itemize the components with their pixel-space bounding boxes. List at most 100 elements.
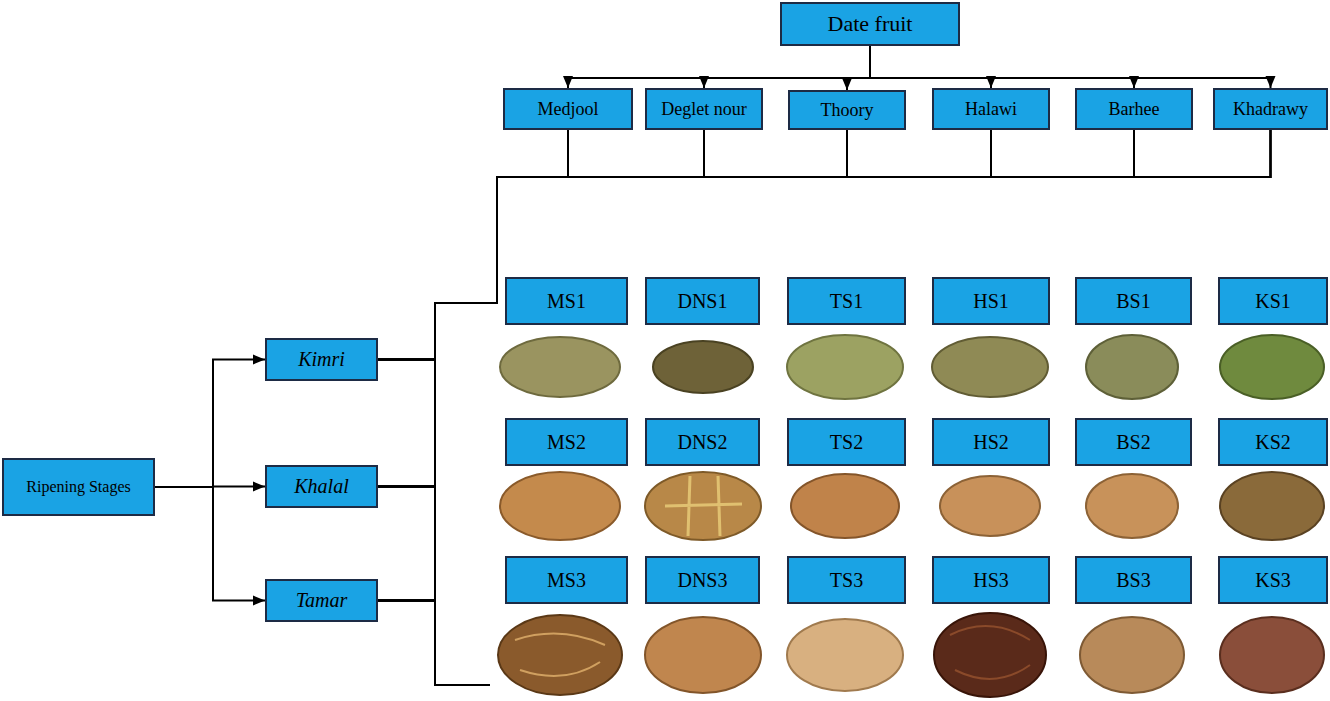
connector-line (378, 130, 568, 360)
date-fruit-photo (653, 341, 753, 393)
node-label: DNS3 (677, 569, 727, 592)
node-label: KS1 (1255, 290, 1291, 313)
connector-line (378, 130, 1271, 487)
date-fruit-photo (645, 472, 761, 540)
connector-line (378, 130, 991, 601)
node-label: DNS1 (677, 290, 727, 313)
node-label: BS2 (1116, 431, 1150, 454)
node-label: Deglet nour (661, 99, 746, 120)
connector-line (378, 130, 1134, 601)
node-label: Date fruit (828, 11, 913, 36)
stages-box: Ripening Stages (2, 458, 155, 516)
node-label: MS3 (547, 569, 586, 592)
node-label: DNS2 (677, 431, 727, 454)
connector-arrow (870, 46, 1134, 88)
node-label: BS1 (1116, 290, 1150, 313)
connector-arrow (704, 46, 870, 88)
node-label: HS1 (973, 290, 1009, 313)
sample-box: HS3 (932, 556, 1050, 604)
stage-box: Khalal (265, 465, 378, 508)
date-fruit-photo (1086, 335, 1178, 399)
sample-box: MS3 (505, 556, 628, 604)
connector-line (378, 130, 991, 360)
date-fruit-photo (1220, 617, 1324, 693)
connector-line (378, 130, 704, 601)
date-fruit-photo (1086, 474, 1178, 538)
date-fruit-photo (498, 615, 622, 695)
connector-line (378, 130, 568, 601)
node-label: Medjool (538, 99, 599, 120)
connector-line (378, 130, 704, 360)
node-label: Barhee (1109, 99, 1160, 120)
date-fruit-photo (787, 619, 903, 691)
connector-arrow (870, 46, 1271, 88)
connector-arrow (870, 46, 991, 88)
node-label: Kimri (298, 348, 345, 371)
node-label: Ripening Stages (26, 478, 130, 496)
node-label: TS1 (830, 290, 863, 313)
node-label: Khalal (294, 475, 348, 498)
date-fruit-photo (645, 617, 761, 693)
node-label: MS2 (547, 431, 586, 454)
sample-box: BS1 (1075, 277, 1192, 325)
node-label: MS1 (547, 290, 586, 313)
fruit-wrinkle (515, 634, 605, 676)
fruit-wrinkle (950, 626, 1030, 679)
sample-box: KS1 (1218, 277, 1328, 325)
connector-line (378, 130, 1271, 601)
node-label: Khadrawy (1233, 99, 1308, 120)
connector-arrow (155, 360, 265, 488)
sample-box: DNS1 (645, 277, 760, 325)
node-label: Tamar (296, 589, 348, 612)
sample-box: KS3 (1218, 556, 1328, 604)
cultivar-box: Deglet nour (645, 88, 763, 130)
bracket-tail (435, 600, 490, 685)
sample-box: MS1 (505, 277, 628, 325)
connector-arrow (847, 46, 870, 90)
sample-box: DNS2 (645, 418, 760, 466)
cultivar-box: Barhee (1075, 88, 1193, 130)
date-fruit-photo (1220, 335, 1324, 399)
connector-arrow (568, 46, 870, 88)
sample-box: HS2 (932, 418, 1050, 466)
cultivar-box: Thoory (788, 90, 906, 130)
sample-box: TS3 (787, 556, 906, 604)
date-fruit-photo (1080, 617, 1184, 693)
khalal-photos (500, 472, 1324, 540)
tamar-photos (498, 613, 1324, 697)
date-fruit-photo (932, 337, 1048, 397)
connector-arrow (155, 487, 265, 601)
stage-box: Kimri (265, 338, 378, 381)
date-fruit-photo (934, 613, 1046, 697)
sample-box: HS1 (932, 277, 1050, 325)
connector-line (378, 130, 847, 360)
sample-box: BS2 (1075, 418, 1192, 466)
node-label: Thoory (821, 100, 874, 121)
node-label: TS3 (830, 569, 863, 592)
date-fruit-photo (940, 476, 1040, 536)
connector-line (378, 130, 847, 601)
kimri-photos (500, 335, 1324, 399)
sample-box: MS2 (505, 418, 628, 466)
node-label: Halawi (965, 99, 1017, 120)
date-fruit-photo (1220, 472, 1324, 540)
cultivar-box: Medjool (503, 88, 633, 130)
node-label: HS3 (973, 569, 1009, 592)
connector-line (378, 130, 1134, 360)
node-label: TS2 (830, 431, 863, 454)
sample-box: TS1 (787, 277, 906, 325)
cultivar-box: Halawi (932, 88, 1050, 130)
connector-line (378, 130, 991, 487)
sample-box: DNS3 (645, 556, 760, 604)
node-label: KS2 (1255, 431, 1291, 454)
date-fruit-photo (787, 335, 903, 399)
cultivar-box: Khadrawy (1213, 88, 1328, 130)
date-fruit-photo (500, 337, 620, 397)
sample-box: BS3 (1075, 556, 1192, 604)
connector-line (378, 130, 1271, 360)
date-fruit-photo (791, 474, 899, 538)
connector-line (378, 130, 847, 487)
sample-box: TS2 (787, 418, 906, 466)
sample-box: KS2 (1218, 418, 1328, 466)
